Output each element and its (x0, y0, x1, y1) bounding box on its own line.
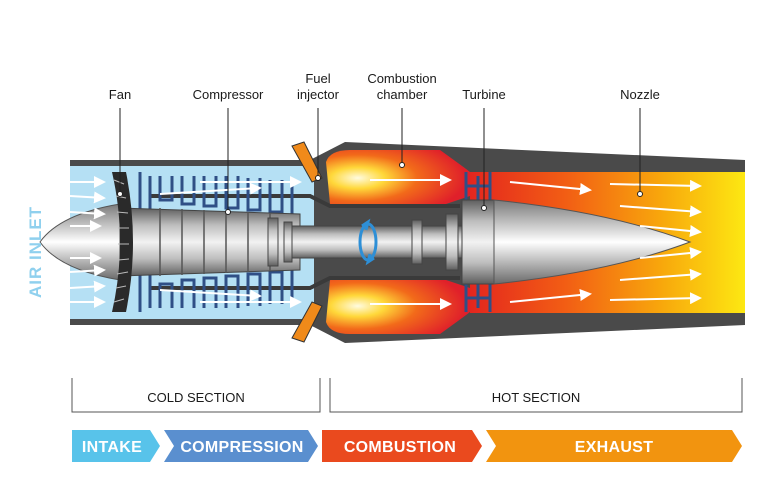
leader-lines (119, 108, 641, 212)
label-fan: Fan (109, 87, 131, 102)
stage-compression-label: COMPRESSION (180, 439, 303, 456)
stage-bar: INTAKE COMPRESSION COMBUSTION EXHAUST (72, 430, 742, 462)
stage-exhaust-label: EXHAUST (575, 439, 654, 456)
combustion-chamber-bottom (326, 278, 470, 334)
air-inlet-label: AIR INLET (26, 206, 45, 298)
airflow-arrows (69, 174, 702, 310)
hot-section-label: HOT SECTION (492, 390, 581, 405)
label-compressor: Compressor (193, 87, 264, 102)
turbine-hub (461, 199, 495, 285)
rotation-arrow-icon (358, 218, 378, 266)
leader-dots (117, 162, 643, 215)
fan-disk (112, 172, 133, 312)
hot-section-bracket (329, 378, 743, 413)
cold-section-bracket (71, 378, 321, 413)
cold-section-label: COLD SECTION (147, 390, 245, 405)
stage-combustion-arrow (322, 430, 482, 462)
spinner-cone (39, 203, 121, 281)
label-combustion-line1: Combustion (367, 71, 436, 86)
label-fuel-injector-line2: injector (297, 87, 340, 102)
label-fuel-injector-line1: Fuel (305, 71, 330, 86)
stage-intake-label: INTAKE (82, 439, 142, 456)
stage-combustion-label: COMBUSTION (344, 439, 456, 456)
label-nozzle: Nozzle (620, 87, 660, 102)
stage-intake-arrow (72, 430, 160, 462)
label-combustion-line2: chamber (377, 87, 428, 102)
core-liner (150, 194, 460, 290)
exhaust-cone (493, 199, 692, 285)
label-turbine: Turbine (462, 87, 506, 102)
fuel-injector-top (291, 141, 323, 183)
stage-compression-arrow (164, 430, 318, 462)
compressor-blades (138, 172, 294, 312)
combustion-chamber-top (326, 150, 470, 206)
engine-body (39, 141, 745, 343)
stage-exhaust-arrow (486, 430, 742, 462)
fan-blades (113, 179, 130, 303)
fuel-injector-bottom (291, 301, 323, 343)
shaft-collars (267, 213, 459, 271)
